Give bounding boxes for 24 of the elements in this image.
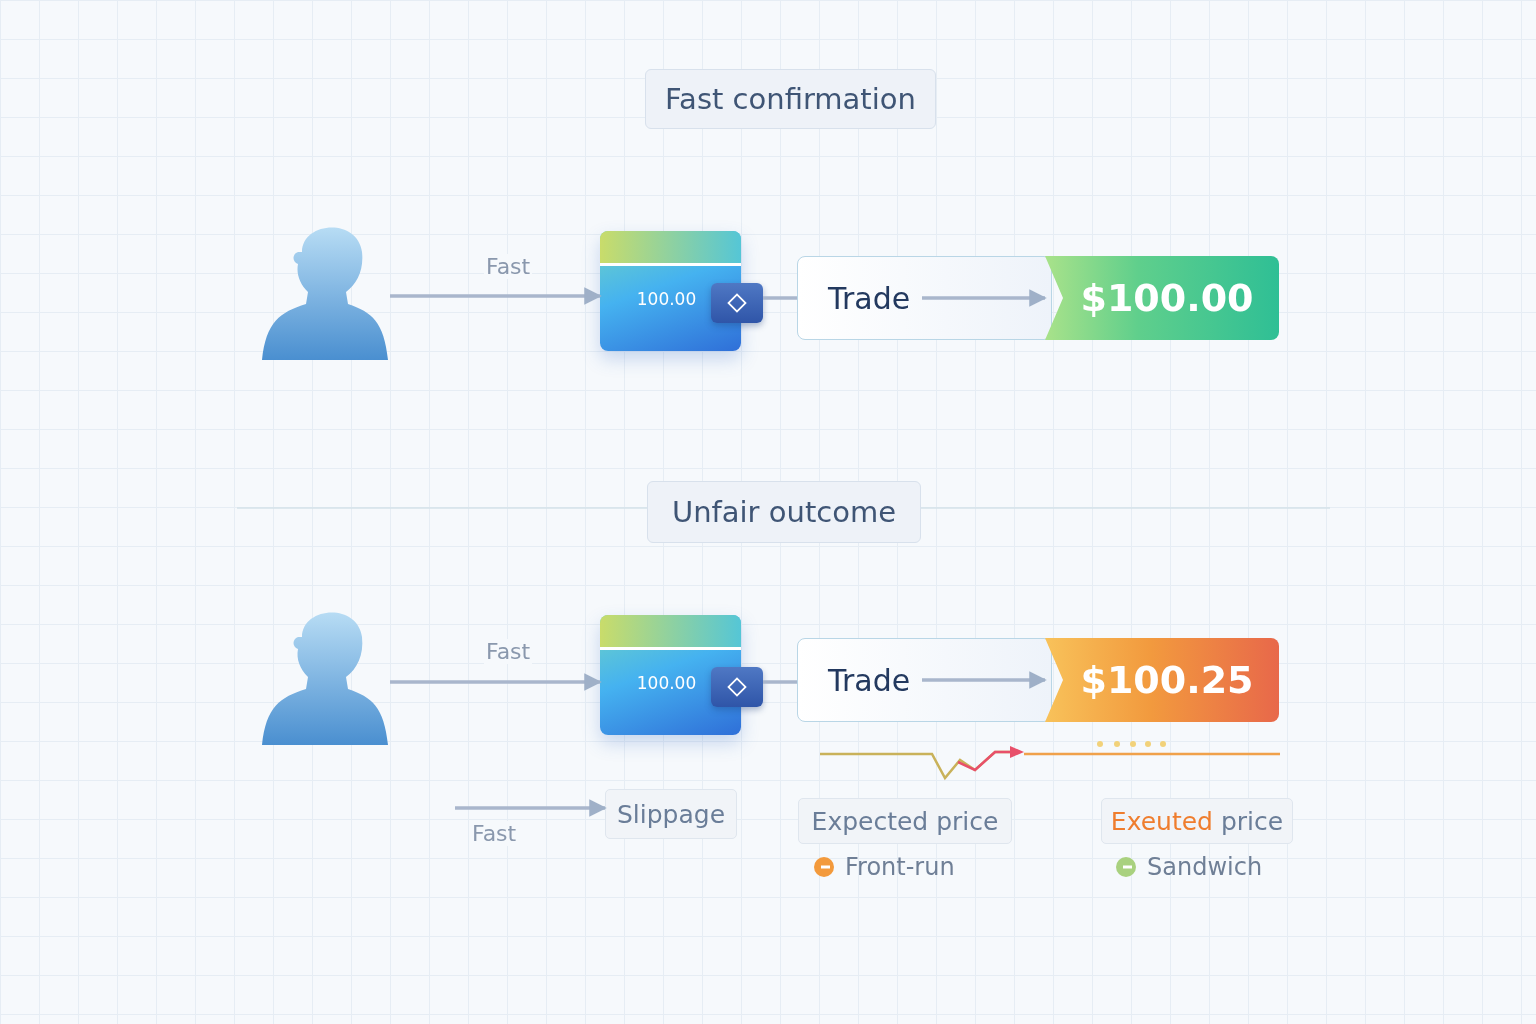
price-label: Slippage (605, 789, 737, 839)
price-label: Exeuted price (1101, 798, 1293, 844)
amount-text: 100.00 (635, 673, 698, 693)
arrow (922, 671, 1047, 689)
trade-panel: Trade (797, 256, 1052, 340)
transaction-card (600, 615, 741, 735)
arrow (390, 287, 602, 305)
price-label: Expected price (798, 798, 1012, 844)
amount-text: 100.00 (635, 289, 698, 309)
legend-text: Front-run (845, 853, 955, 881)
arrow (455, 799, 607, 817)
arrow (922, 289, 1047, 307)
transaction-card (600, 231, 741, 351)
arrow (390, 673, 602, 691)
connector-line (763, 680, 797, 684)
legend-text: Sandwich (1147, 853, 1263, 881)
price-tag: $100.00 (1045, 256, 1279, 340)
section-heading: Fast confirmation (645, 69, 936, 129)
edge-label: Fast (484, 639, 533, 664)
connector-line (763, 296, 797, 300)
trade-panel: Trade (797, 638, 1052, 722)
edge-label: Fast (484, 254, 533, 279)
section-heading: Unfair outcome (647, 481, 921, 543)
price-tag: $100.25 (1045, 638, 1279, 722)
